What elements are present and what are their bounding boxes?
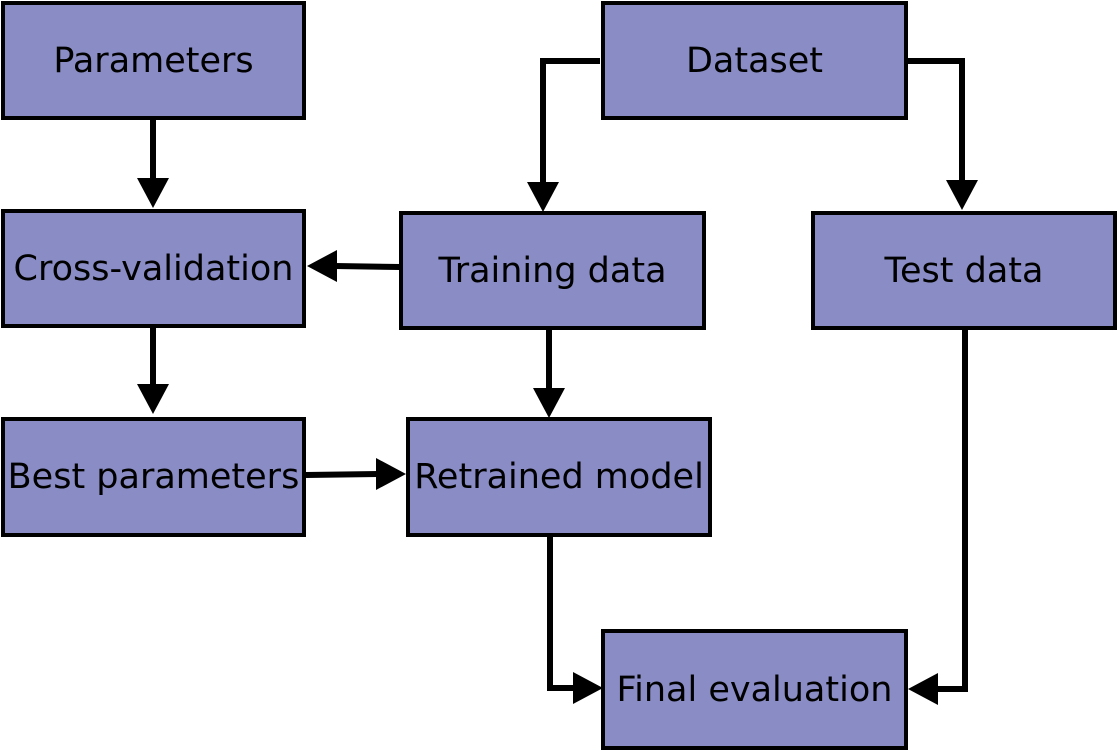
- parameters-label: Parameters: [53, 40, 254, 81]
- arrow-test-data-to-final-evaluation: [908, 330, 968, 705]
- best-parameters-box: Best parameters: [1, 417, 306, 537]
- retrained-model-label: Retrained model: [414, 457, 704, 497]
- cross-validation-box: Cross-validation: [1, 209, 306, 328]
- arrow-retrained-model-to-final-evaluation: [547, 537, 603, 704]
- best-parameters-label: Best parameters: [7, 457, 300, 497]
- final-evaluation-box: Final evaluation: [601, 629, 908, 750]
- training-data-box: Training data: [399, 211, 706, 330]
- test-data-label: Test data: [884, 250, 1044, 291]
- arrow-training-data-to-retrained-model: [533, 330, 565, 418]
- final-evaluation-label: Final evaluation: [616, 669, 893, 710]
- parameters-box: Parameters: [1, 1, 306, 120]
- arrow-cross-validation-to-best-parameters: [137, 328, 169, 414]
- arrow-dataset-to-test-data: [908, 58, 978, 210]
- arrow-best-parameters-to-retrained-model: [305, 458, 406, 490]
- training-data-label: Training data: [438, 250, 667, 291]
- arrow-training-data-to-cross-validation: [307, 250, 401, 282]
- test-data-box: Test data: [811, 211, 1117, 330]
- arrow-dataset-to-training-data: [527, 58, 600, 212]
- dataset-box: Dataset: [601, 1, 908, 120]
- dataset-label: Dataset: [685, 40, 824, 81]
- arrow-parameters-to-cross-validation: [137, 120, 169, 208]
- retrained-model-box: Retrained model: [406, 417, 712, 537]
- cross-validation-label: Cross-validation: [13, 248, 294, 289]
